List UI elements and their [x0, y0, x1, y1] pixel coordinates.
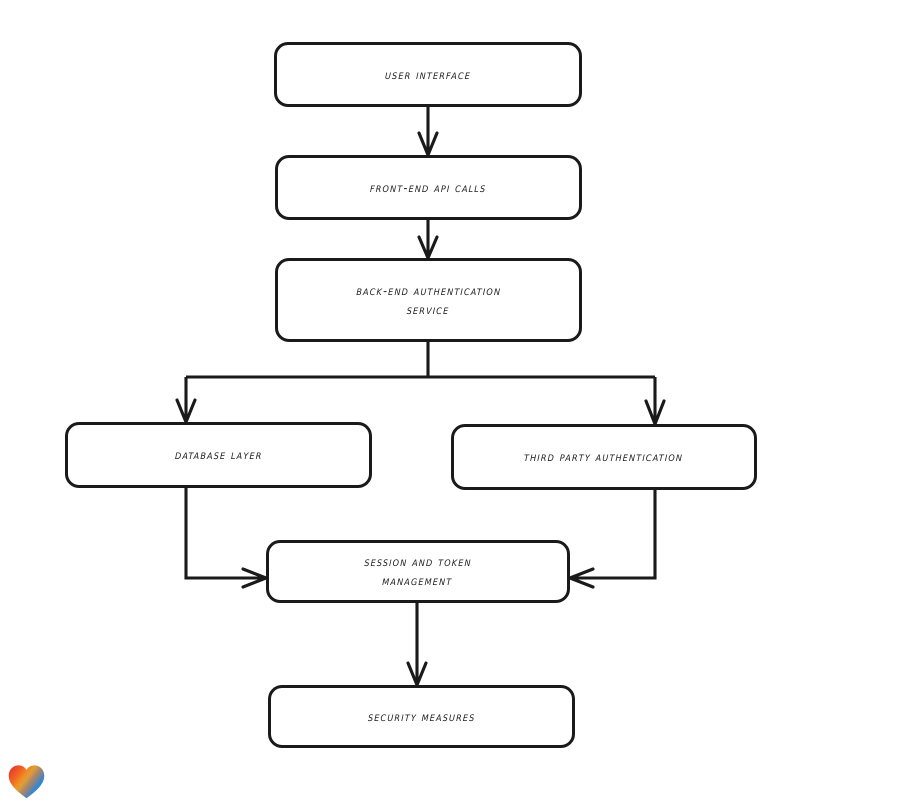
edge-session-to-security — [406, 603, 428, 687]
node-back-end-authentication-service[interactable]: Back-End Authentication Service — [275, 258, 582, 342]
edge-database-to-session — [184, 488, 268, 589]
node-label: Database Layer — [174, 447, 263, 463]
node-label: Front-End API Calls — [370, 179, 487, 195]
edge-ui-to-api — [417, 107, 439, 157]
node-label: Security Measures — [367, 708, 476, 724]
node-label: Session and Token Management — [364, 554, 473, 589]
node-label: Third Party Authentication — [524, 449, 684, 465]
heart-icon — [8, 765, 45, 799]
node-front-end-api-calls[interactable]: Front-End API Calls — [275, 155, 582, 220]
edge-backend-to-thirdparty — [644, 377, 666, 426]
node-user-interface[interactable]: User Interface — [274, 42, 582, 107]
node-session-and-token-management[interactable]: Session and Token Management — [266, 540, 570, 603]
node-label: User Interface — [384, 66, 472, 82]
node-security-measures[interactable]: Security Measures — [268, 685, 575, 748]
node-label: Back-End Authentication Service — [356, 282, 502, 317]
edge-thirdparty-to-session — [568, 490, 657, 589]
edge-backend-fork — [186, 342, 655, 379]
node-third-party-authentication[interactable]: Third Party Authentication — [451, 424, 757, 490]
edge-api-to-backend — [417, 220, 439, 260]
edge-backend-to-database — [175, 377, 197, 424]
node-database-layer[interactable]: Database Layer — [65, 422, 372, 488]
